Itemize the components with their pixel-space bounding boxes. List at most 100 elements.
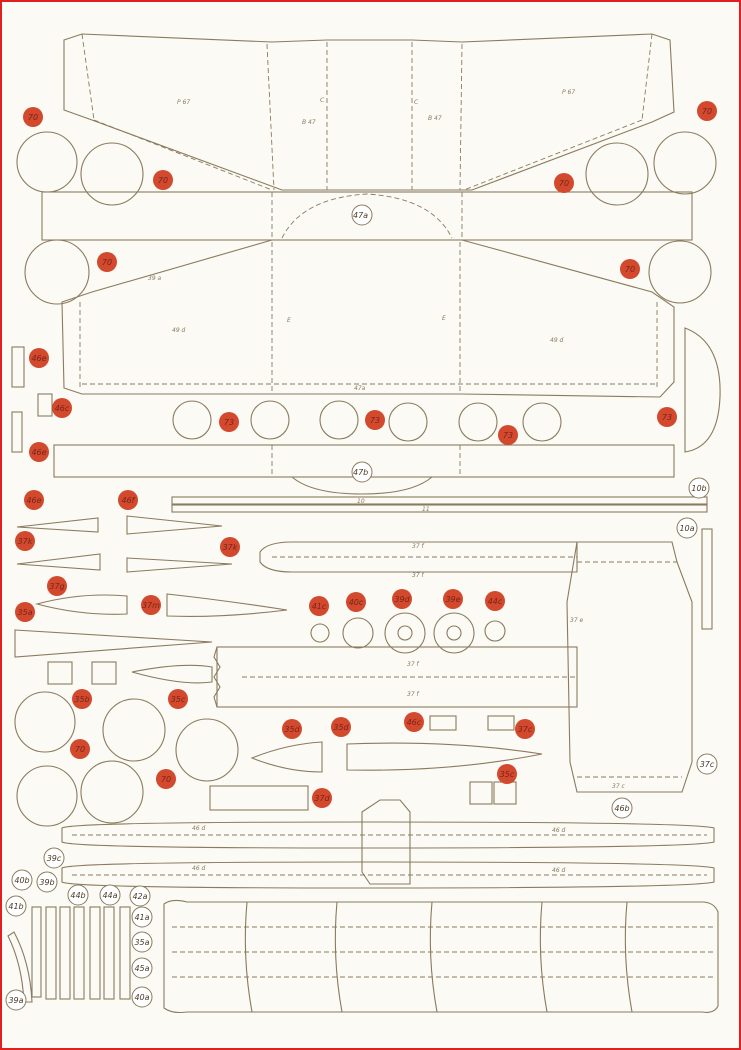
white-marker-circle — [36, 871, 58, 893]
white-marker-label: 44a — [102, 891, 117, 900]
red-marker-circle — [346, 592, 366, 612]
red-marker-label: 70 — [559, 179, 569, 188]
white-marker-41b: 41b — [5, 895, 27, 917]
white-marker-label: 39a — [8, 996, 23, 1005]
red-marker-35d: 35d — [282, 719, 302, 739]
white-marker-42a: 42a — [129, 885, 151, 907]
strip-label-46d-3: 46 d — [192, 865, 206, 872]
red-marker-46e: 46e — [29, 442, 49, 462]
white-marker-10a: 10a — [676, 517, 698, 539]
white-marker-label: 41a — [134, 913, 149, 922]
red-marker-label: 35c — [500, 770, 515, 779]
red-marker-label: 73 — [662, 413, 672, 422]
red-marker-circle — [29, 348, 49, 368]
red-marker-70: 70 — [70, 739, 90, 759]
white-marker-label: 10b — [691, 484, 706, 493]
strip-label-46d-1: 46 d — [192, 825, 206, 832]
part-label-47a: 47a — [353, 211, 368, 220]
red-marker-35b: 35b — [72, 689, 92, 709]
red-marker-label: 35b — [74, 695, 89, 704]
white-marker-45a: 45a — [131, 957, 153, 979]
upper-wing-center-section: 47a — [41, 191, 693, 241]
red-marker-label: 37m — [142, 601, 160, 610]
red-marker-circle — [309, 596, 329, 616]
red-marker-70: 70 — [97, 252, 117, 272]
white-marker-10b: 10b — [688, 477, 710, 499]
strip-label-37f-top: 37 f — [412, 543, 425, 550]
red-marker-label: 46e — [26, 496, 41, 505]
red-marker-circle — [24, 490, 44, 510]
white-marker-46b: 46b — [611, 797, 633, 819]
red-marker-41c: 41c — [309, 596, 329, 616]
red-marker-label: 73 — [370, 416, 380, 425]
red-marker-circle — [153, 170, 173, 190]
red-marker-circle — [118, 490, 138, 510]
wheel-discs-top — [16, 131, 717, 305]
red-marker-circle — [404, 712, 424, 732]
red-marker-label: 44c — [488, 597, 503, 606]
wing-label-49d-right: 49 d — [550, 337, 564, 344]
red-marker-37k: 37k — [220, 537, 240, 557]
red-marker-37m: 37m — [141, 595, 161, 615]
red-marker-circle — [70, 739, 90, 759]
red-marker-circle — [443, 589, 463, 609]
white-marker-label: 37c — [700, 760, 715, 769]
red-marker-label: 46c — [55, 404, 70, 413]
red-marker-circle — [220, 537, 240, 557]
red-marker-label: 70 — [102, 258, 112, 267]
red-marker-label: 39d — [394, 595, 410, 604]
wing-label-c-right: C — [414, 99, 419, 106]
white-marker-circle — [696, 753, 718, 775]
white-marker-44a: 44a — [99, 884, 121, 906]
strip-label-11: 11 — [422, 506, 430, 513]
red-marker-70: 70 — [23, 107, 43, 127]
white-marker-39b: 39b — [36, 871, 58, 893]
red-marker-label: 73 — [503, 431, 513, 440]
red-marker-label: 35c — [171, 695, 186, 704]
strip-label-37e: 37 e — [570, 617, 584, 624]
red-marker-circle — [29, 442, 49, 462]
red-marker-circle — [52, 398, 72, 418]
red-marker-circle — [47, 576, 67, 596]
white-marker-circle — [67, 884, 89, 906]
red-marker-46e: 46e — [29, 348, 49, 368]
red-marker-circle — [498, 425, 518, 445]
wing-label-e-right: E — [442, 315, 446, 322]
red-marker-label: 46e — [31, 354, 46, 363]
white-marker-circle — [5, 989, 27, 1011]
misc-lower-parts — [209, 715, 543, 811]
strip-label-37f-bot: 37 f — [412, 572, 425, 579]
white-marker-circle — [5, 895, 27, 917]
red-marker-circle — [282, 719, 302, 739]
red-marker-circle — [15, 602, 35, 622]
white-marker-label: 39c — [47, 854, 62, 863]
red-marker-70: 70 — [620, 259, 640, 279]
red-marker-circle — [219, 412, 239, 432]
red-marker-label: 46c — [407, 718, 422, 727]
white-marker-circle — [43, 847, 65, 869]
red-marker-label: 35a — [17, 608, 32, 617]
white-marker-circle — [131, 931, 153, 953]
red-marker-35c: 35c — [168, 689, 188, 709]
white-marker-circle — [131, 957, 153, 979]
wing-label-p67-left: P 67 — [177, 99, 190, 106]
white-marker-39a: 39a — [5, 989, 27, 1011]
white-marker-40a: 40a — [131, 986, 153, 1008]
red-marker-39d: 39d — [392, 589, 412, 609]
red-marker-circle — [515, 719, 535, 739]
white-marker-label: 42a — [132, 892, 147, 901]
red-marker-circle — [156, 769, 176, 789]
red-marker-label: 73 — [224, 418, 234, 427]
red-marker-73: 73 — [498, 425, 518, 445]
red-marker-35a: 35a — [15, 602, 35, 622]
upper-wing-part: P 67 P 67 B 47 B 47 C C — [63, 33, 675, 191]
red-marker-label: 70 — [702, 107, 712, 116]
strips-10-11: 10 11 — [171, 496, 713, 630]
wing-label-47a-mid: 47a — [354, 385, 366, 392]
wing-label-e-left: E — [287, 317, 291, 324]
red-marker-label: 70 — [158, 176, 168, 185]
red-marker-70: 70 — [554, 173, 574, 193]
